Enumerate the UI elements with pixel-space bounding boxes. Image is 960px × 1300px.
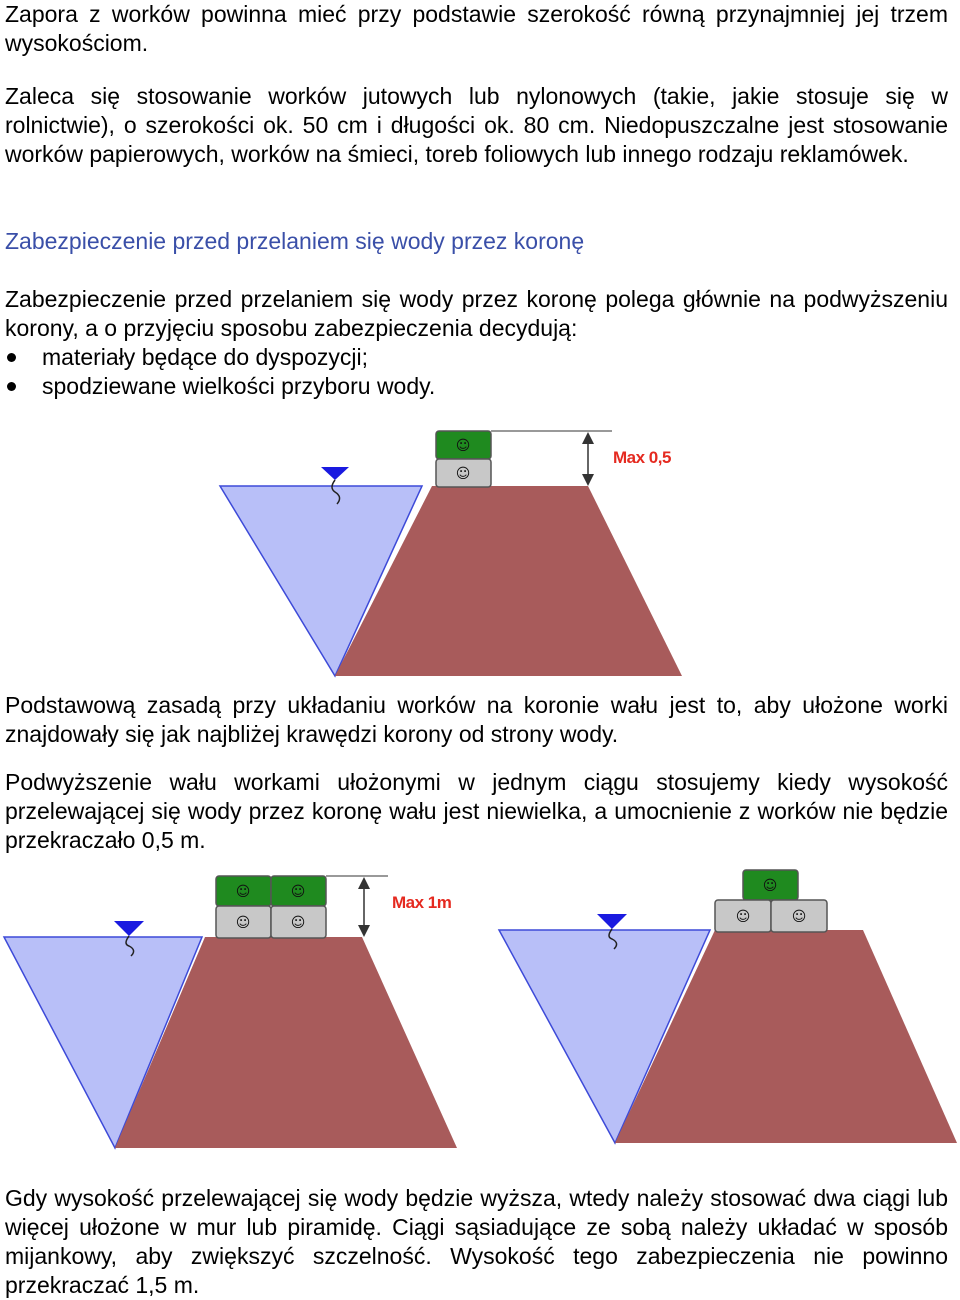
sandbag-grey (770, 899, 828, 933)
water-wave-icon (125, 935, 135, 957)
sandbag-face-icon: ☺ (792, 909, 807, 925)
sandbag-grey (435, 458, 492, 488)
sandbag-face-icon: ☺ (763, 878, 778, 894)
sandbag-grey (270, 905, 327, 939)
sandbag-face-icon: ☺ (456, 466, 471, 482)
bullet-icon (7, 353, 16, 362)
bullet-icon (7, 382, 16, 391)
sandbag-face-icon: ☺ (291, 884, 306, 900)
water-body (497, 929, 712, 1145)
arrow-up-icon (358, 877, 370, 889)
sandbag-face-icon: ☺ (456, 438, 471, 454)
water-level-icon (114, 921, 144, 936)
embankment (335, 486, 682, 676)
embankment-figure-wall: ☺ ☺ ☺ ☺ Max 1m (2, 875, 457, 1150)
max-height-label: Max 1m (392, 893, 452, 912)
water-level-icon (597, 914, 627, 929)
paragraph-basic-rule: Podstawową zasadą przy układaniu worków … (5, 692, 948, 747)
sandbag-face-icon: ☺ (236, 884, 251, 900)
sandbag-stack: ☺ ☺ ☺ ☺ (215, 875, 327, 939)
embankment (615, 930, 957, 1143)
bullet-list: materiały będące do dyspozycji; spodziew… (5, 343, 948, 401)
paragraph-single-row: Podwyższenie wału workami ułożonymi w je… (5, 769, 948, 853)
paragraph-multi-row: Gdy wysokość przelewającej się wody będz… (5, 1185, 948, 1298)
embankment (115, 937, 457, 1148)
paragraph-overflow-protection: Zabezpieczenie przed przelaniem się wody… (5, 286, 948, 341)
max-height-label: Max 0,5 (613, 448, 671, 467)
water-wave-icon (608, 928, 618, 950)
arrow-up-icon (582, 432, 594, 444)
sandbag-stack: ☺ ☺ (435, 430, 492, 488)
sandbag-face-icon: ☺ (736, 909, 751, 925)
bullet-text: materiały będące do dyspozycji; (42, 344, 368, 370)
embankment-figure-pyramid: ☺ ☺ ☺ (497, 869, 957, 1145)
water-wave-icon (331, 479, 341, 505)
sandbag-face-icon: ☺ (236, 915, 251, 931)
water-level-icon (321, 467, 349, 480)
arrow-down-icon (582, 474, 594, 486)
section-heading: Zabezpieczenie przed przelaniem się wody… (5, 228, 585, 254)
paragraph-intro: Zapora z worków powinna mieć przy podsta… (5, 1, 948, 56)
bullet-text: spodziewane wielkości przyboru wody. (42, 373, 436, 399)
sandbag-stack: ☺ ☺ ☺ (714, 869, 828, 933)
sandbag-face-icon: ☺ (291, 915, 306, 931)
arrow-down-icon (358, 925, 370, 937)
water-body (218, 485, 424, 678)
paragraph-bag-types: Zaleca się stosowanie worków jutowych lu… (5, 83, 948, 167)
water-body (2, 936, 204, 1150)
bullet-item: materiały będące do dyspozycji; (5, 343, 948, 372)
bullet-item: spodziewane wielkości przyboru wody. (5, 372, 948, 401)
